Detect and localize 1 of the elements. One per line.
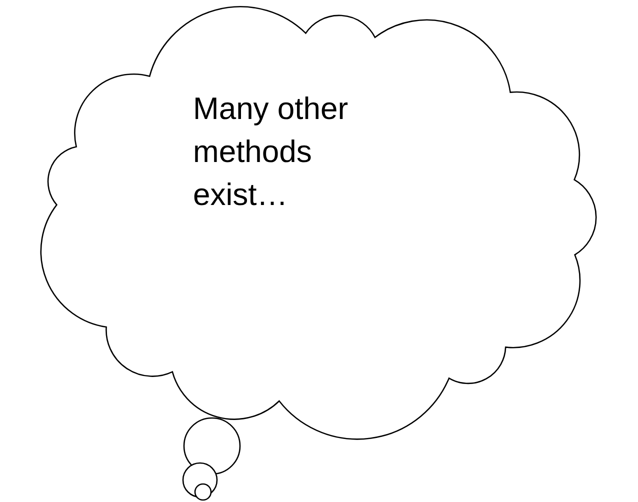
cloud-text: Many other methods exist… — [193, 90, 350, 214]
